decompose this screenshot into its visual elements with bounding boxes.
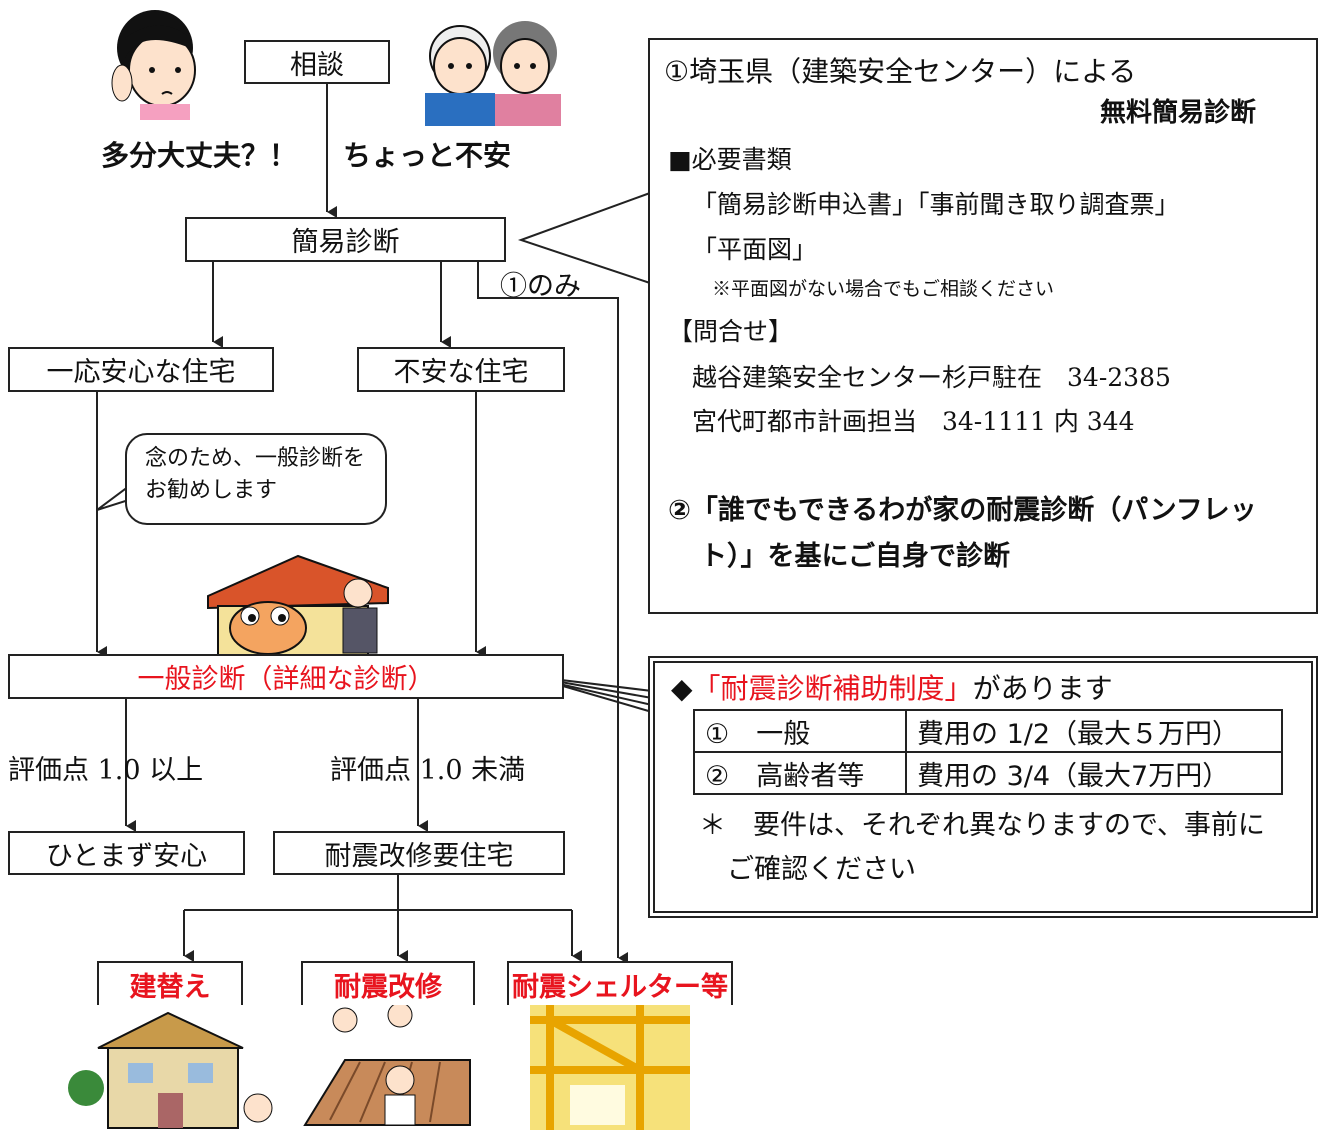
subsidy-row: ② 高齢者等 費用の 3/4（最大7万円） xyxy=(693,751,1283,795)
subsidy-row: ① 一般 費用の 1/2（最大５万円） xyxy=(693,709,1283,753)
simple-diagnosis-info-panel: ①埼玉県（建築安全センター）による 無料簡易診断 ■必要書類 「簡易診断申込書」… xyxy=(648,38,1318,614)
shelter-label: 耐震シェルター等 xyxy=(512,971,728,1003)
info-title-2a: ②「誰でもできるわが家の耐震診断（パンフレッ xyxy=(668,495,1257,526)
safe-house-label: 一応安心な住宅 xyxy=(46,357,236,388)
docs-heading: ■必要書類 xyxy=(668,145,792,174)
subsidy-panel: ◆「耐震診断補助制度」があります ① 一般 費用の 1/2（最大５万円） ② 高… xyxy=(648,656,1318,918)
retrofit-illustration xyxy=(303,1002,471,1126)
retrofit-label: 耐震改修 xyxy=(334,971,442,1003)
rebuild-label: 建替え xyxy=(129,971,211,1003)
house-mascot-illustration xyxy=(207,554,389,657)
consult-label: 相談 xyxy=(290,49,344,81)
subsidy-note-2: ご確認ください xyxy=(727,854,916,885)
recommendation-speech-bubble: 念のため、一般診断をお勧めします xyxy=(125,433,387,525)
subsidy-suffix: があります xyxy=(972,672,1113,705)
subsidy-cost-cell: 費用の 3/4（最大7万円） xyxy=(905,751,1283,795)
rebuild-box: 建替え xyxy=(97,961,243,1005)
bit-worried-label: ちょっと不安 xyxy=(343,139,512,172)
worried-woman-illustration xyxy=(111,10,196,120)
subsidy-note-1: ＊ 要件は、それぞれ異なりますので、事前に xyxy=(699,810,1265,841)
bubble-text: 念のため、一般診断をお勧めします xyxy=(145,446,366,503)
info-title-1b: 無料簡易診断 xyxy=(1100,98,1257,128)
docs-line-1: 「簡易診断申込書」「事前聞き取り調査票」 xyxy=(692,190,1180,219)
simple-diagnosis-box: 簡易診断 xyxy=(185,217,506,262)
consult-box: 相談 xyxy=(244,40,390,84)
general-diagnosis-box: 一般診断（詳細な診断） xyxy=(8,654,564,699)
relief-label: ひとまず安心 xyxy=(45,840,208,872)
subsidy-name: 「耐震診断補助制度」 xyxy=(692,672,973,705)
safe-house-box: 一応安心な住宅 xyxy=(8,347,274,392)
relief-box: ひとまず安心 xyxy=(8,831,245,875)
rebuild-illustration xyxy=(68,1011,273,1129)
info-title-1: ①埼玉県（建築安全センター）による xyxy=(664,55,1137,88)
contact-line-2: 宮代町都市計画担当 34-1111 内 344 xyxy=(692,407,1135,436)
unsafe-house-box: 不安な住宅 xyxy=(357,347,565,392)
diamond-bullet-icon: ◆ xyxy=(671,672,693,705)
shelter-box: 耐震シェルター等 xyxy=(507,961,733,1005)
needs-retrofit-label: 耐震改修要住宅 xyxy=(324,840,514,872)
subsidy-type-cell: ② 高齢者等 xyxy=(693,751,907,795)
docs-note: ※平面図がない場合でもご相談ください xyxy=(712,278,1055,300)
info-title-2b: ト）」を基にご自身で診断 xyxy=(700,541,1010,572)
worried-elderly-couple-illustration xyxy=(425,21,561,126)
unsafe-house-label: 不安な住宅 xyxy=(393,357,529,388)
contact-line-1: 越谷建築安全センター杉戸駐在 34-2385 xyxy=(692,363,1171,392)
subsidy-type-cell: ① 一般 xyxy=(693,709,907,753)
earthquake-shelter-photo xyxy=(530,1000,690,1130)
subsidy-cost-cell: 費用の 1/2（最大５万円） xyxy=(905,709,1283,753)
simple-diagnosis-label: 簡易診断 xyxy=(291,227,400,258)
retrofit-box: 耐震改修 xyxy=(301,961,475,1005)
score-high-label: 評価点 1.0 以上 xyxy=(8,755,204,786)
needs-retrofit-box: 耐震改修要住宅 xyxy=(273,831,565,875)
general-diagnosis-label: 一般診断（詳細な診断） xyxy=(137,664,435,695)
only-1-label: ①のみ xyxy=(500,271,581,302)
contact-heading: 【問合せ】 xyxy=(668,317,794,346)
maybe-ok-label: 多分大丈夫？！ xyxy=(101,139,298,172)
subsidy-heading: ◆「耐震診断補助制度」があります xyxy=(671,667,1113,707)
docs-line-2: 「平面図」 xyxy=(692,235,818,264)
score-low-label: 評価点 1.0 未満 xyxy=(330,755,526,786)
subsidy-table: ① 一般 費用の 1/2（最大５万円） ② 高齢者等 費用の 3/4（最大7万円… xyxy=(693,709,1283,795)
